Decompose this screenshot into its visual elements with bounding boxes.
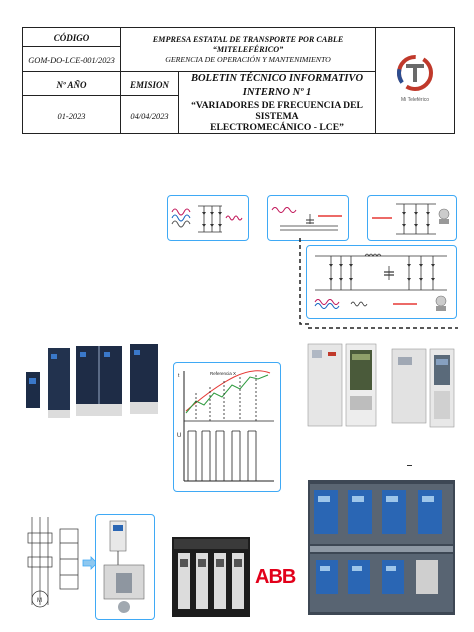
nro-anio-value-cell: 01-2023 bbox=[22, 95, 121, 134]
nro-anio-value: 01-2023 bbox=[57, 111, 86, 121]
emision-value-cell: 04/04/2023 bbox=[120, 95, 179, 134]
emision-label: EMISION bbox=[129, 79, 169, 90]
pwm-reference-graph: t U Referencia X bbox=[177, 370, 274, 482]
frequency-voltage-graph-box: t U Referencia X bbox=[173, 362, 281, 492]
codigo-label-cell: CÓDIGO bbox=[22, 27, 121, 47]
emision-value: 04/04/2023 bbox=[130, 111, 169, 121]
svg-text:t: t bbox=[178, 373, 180, 379]
drive-cabinets-photo bbox=[20, 340, 160, 422]
department-name: GERENCIA DE OPERACIÓN Y MANTENIMIENTO bbox=[165, 54, 331, 64]
svg-text:M: M bbox=[37, 598, 42, 604]
u-axis-label: U bbox=[177, 433, 181, 439]
rectifier-stage-box bbox=[167, 195, 249, 241]
logo-cell: Mi Teleférico bbox=[375, 27, 455, 134]
vacon-drives-cabinet-photo bbox=[308, 480, 455, 615]
dc-link-diagram bbox=[271, 207, 342, 231]
reference-label: Referencia X bbox=[210, 371, 236, 376]
org-cell: EMPRESA ESTATAL DE TRANSPORTE POR CABLE … bbox=[120, 27, 376, 72]
logo-caption: Mi Teleférico bbox=[401, 97, 429, 103]
abb-acs-drive-photo bbox=[390, 345, 456, 431]
emision-label-cell: EMISION bbox=[120, 70, 179, 97]
dc-link-box bbox=[267, 195, 349, 241]
rectifier-diagram bbox=[171, 205, 243, 233]
dashed-connector bbox=[299, 238, 310, 325]
motor-icon bbox=[438, 208, 450, 220]
miteleferico-logo: Mi Teleférico bbox=[397, 55, 433, 103]
document-header-table: CÓDIGO EMPRESA ESTATAL DE TRANSPORTE POR… bbox=[22, 27, 455, 134]
inverter-stage-box bbox=[367, 195, 457, 241]
nro-anio-label-cell: Nº AÑO bbox=[22, 70, 121, 97]
bulletin-subtitle-line2: ELECTROMECÁNICO - LCE” bbox=[210, 122, 344, 133]
codigo-value: GOM-DO-LCE-001/2023 bbox=[28, 56, 115, 65]
full-vfd-circuit-box bbox=[306, 245, 457, 319]
abb-logo: ABB bbox=[255, 566, 296, 588]
codigo-value-cell: GOM-DO-LCE-001/2023 bbox=[22, 46, 121, 72]
full-vfd-circuit-diagram bbox=[314, 253, 447, 311]
org-name: EMPRESA ESTATAL DE TRANSPORTE POR CABLE … bbox=[152, 34, 344, 54]
inverter-diagram bbox=[372, 203, 450, 235]
bulletin-title-cell: BOLETIN TÉCNICO INFORMATIVO INTERNO Nº 1… bbox=[178, 71, 376, 134]
small-divider bbox=[407, 465, 412, 466]
bulletin-title: BOLETIN TÉCNICO INFORMATIVO INTERNO Nº 1 bbox=[190, 73, 364, 98]
bulletin-subtitle-line1: “VARIADORES DE FRECUENCIA DEL SISTEMA bbox=[191, 100, 363, 122]
abb-drive-modules-photo bbox=[306, 340, 378, 430]
nro-anio-label: Nº AÑO bbox=[56, 79, 87, 90]
abb-drives-panel-photo bbox=[172, 537, 250, 617]
motor-icon bbox=[435, 295, 447, 307]
arrow-right-icon bbox=[82, 556, 98, 570]
drive-installation-illustration bbox=[103, 520, 145, 613]
drive-installation-box bbox=[95, 514, 155, 620]
dashed-connector-bottom bbox=[308, 327, 458, 329]
codigo-label: CÓDIGO bbox=[53, 33, 90, 43]
motor-wiring-schematic: M bbox=[24, 513, 84, 616]
